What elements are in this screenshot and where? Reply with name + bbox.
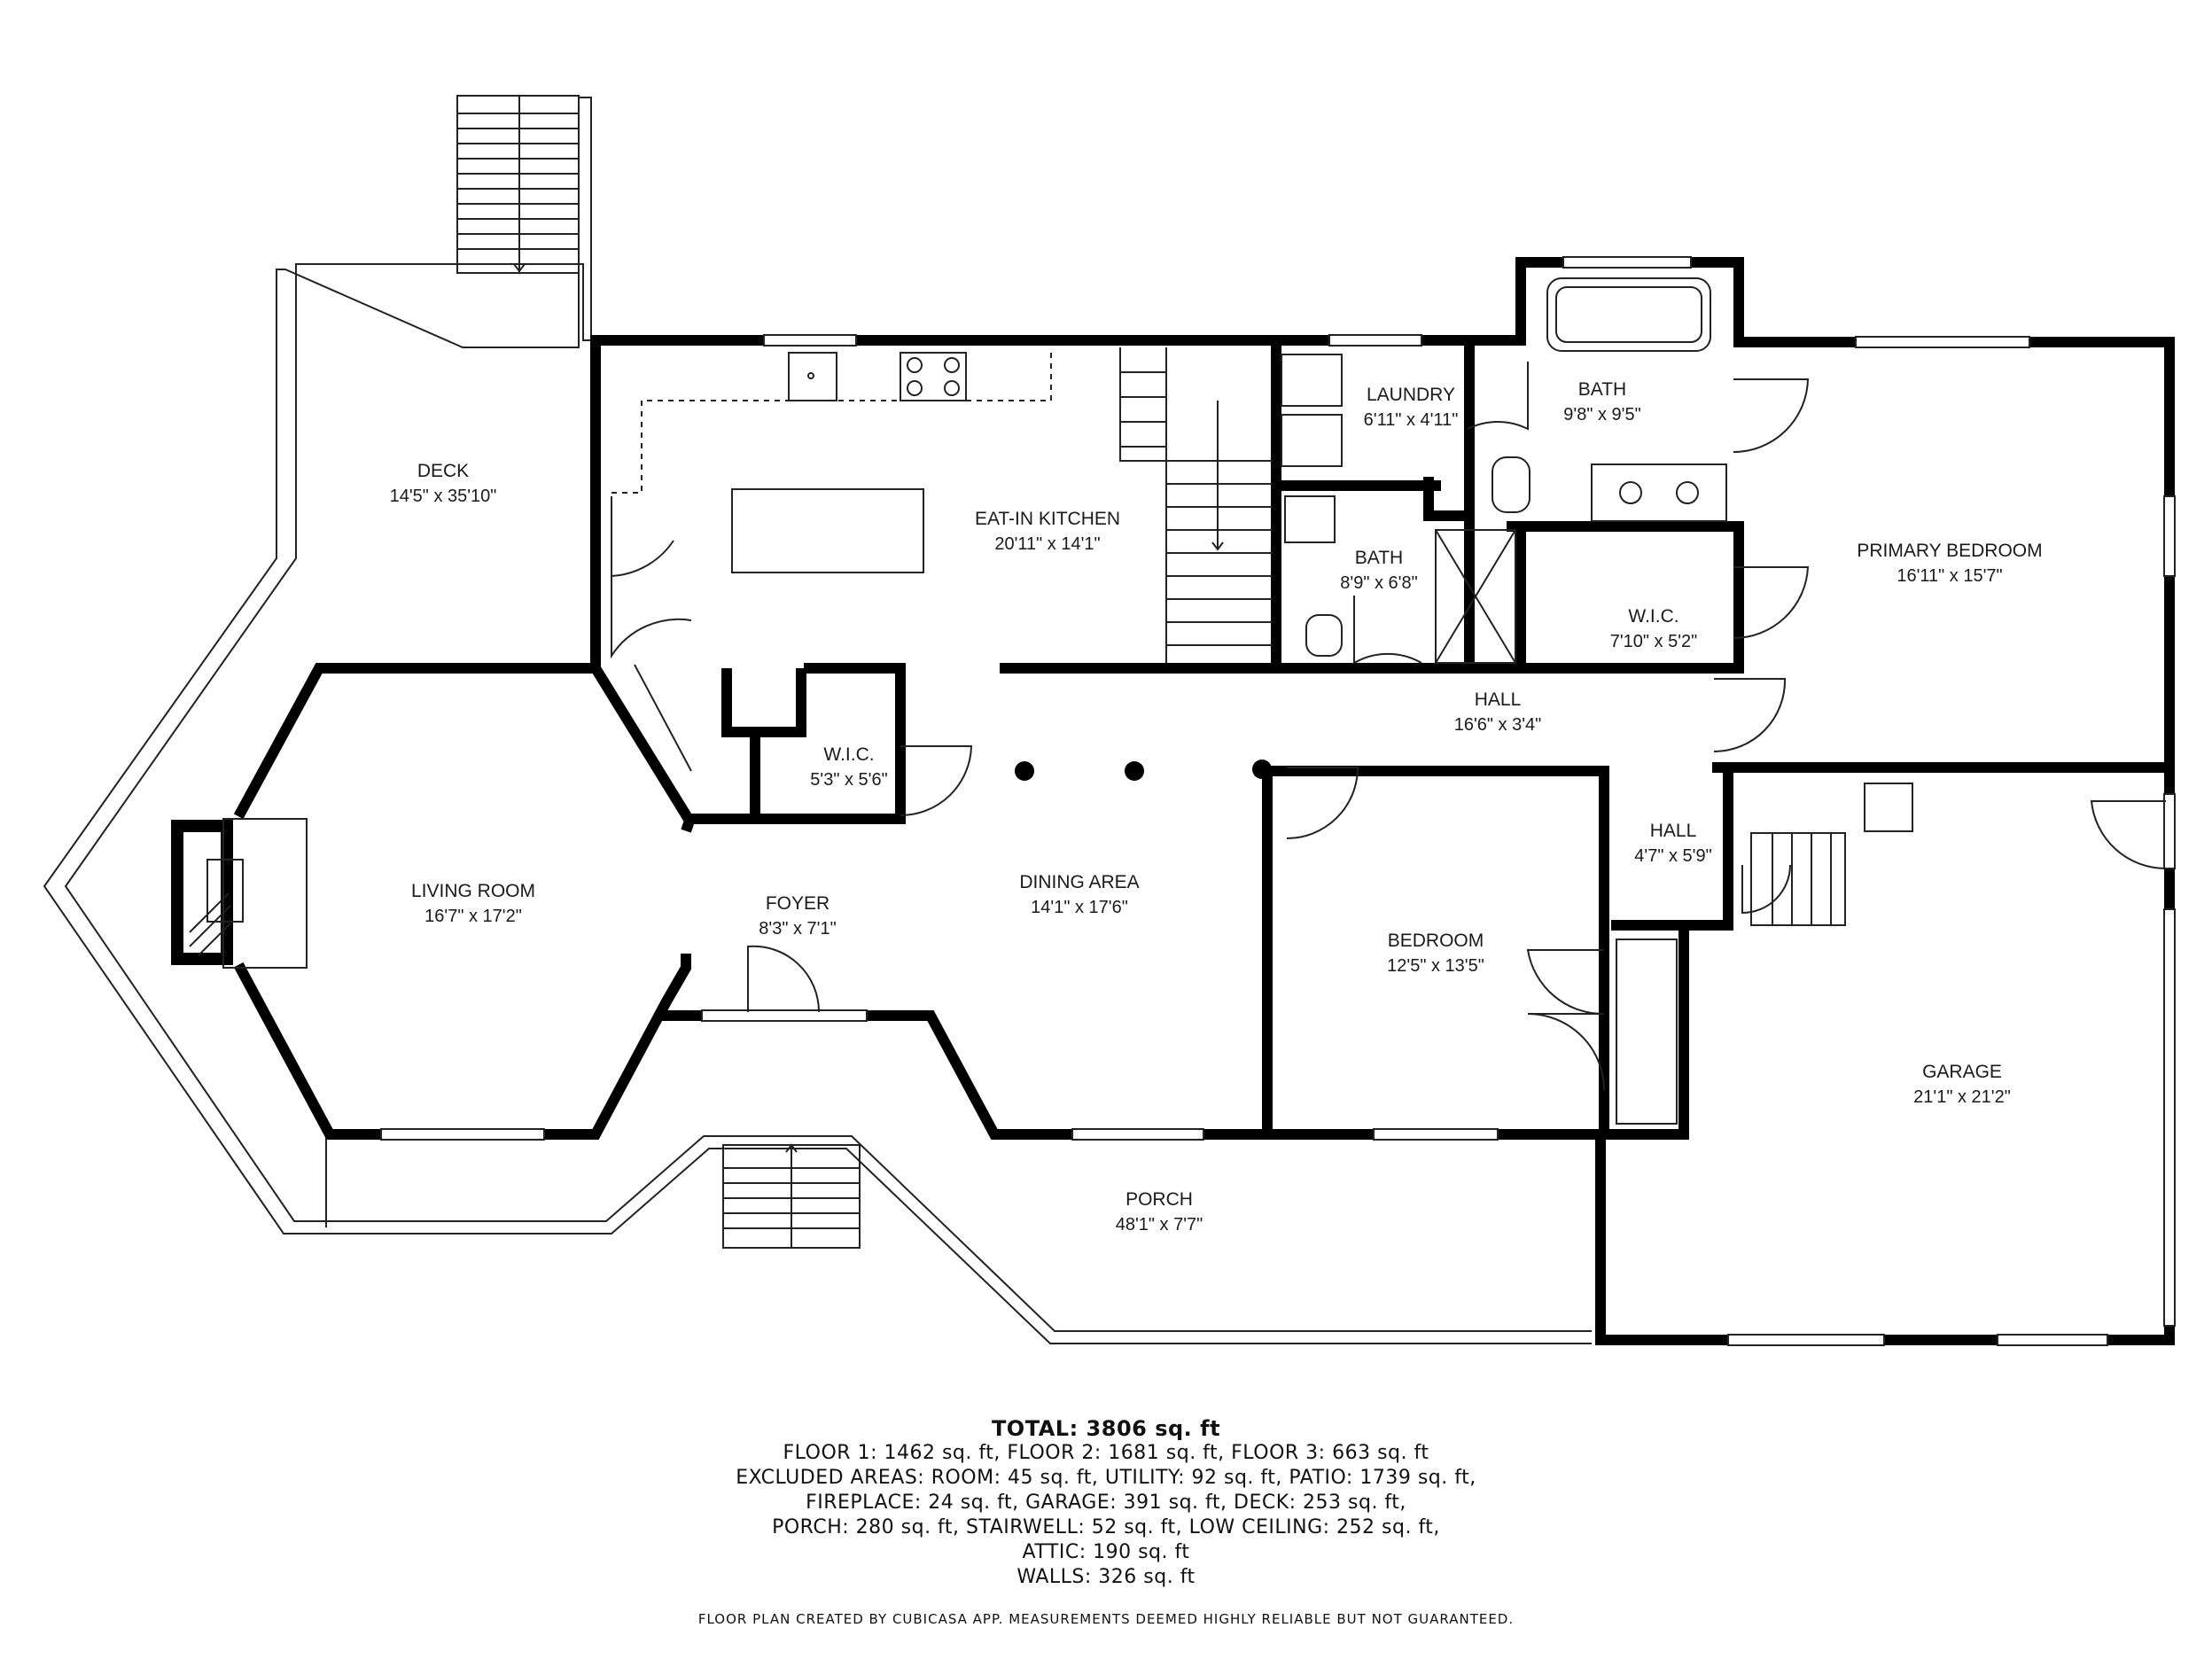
room-name-porch: PORCH <box>1125 1189 1193 1210</box>
deck-stairs <box>456 95 580 274</box>
room-dim-foyer: 8'3" x 7'1" <box>759 919 836 939</box>
room-name-living-room: LIVING ROOM <box>411 881 535 901</box>
room-name-bath-hall: BATH <box>1355 548 1403 568</box>
fireplace <box>189 818 308 969</box>
room-name-dining: DINING AREA <box>1019 872 1139 892</box>
area-line: FIREPLACE: 24 sq. ft, GARAGE: 391 sq. ft… <box>806 1492 1406 1514</box>
kitchen-fixtures <box>611 351 1052 573</box>
credit-note: FLOOR PLAN CREATED BY CUBICASA APP. MEAS… <box>697 1611 1515 1627</box>
room-dim-wic-primary: 7'10" x 5'2" <box>1610 632 1698 651</box>
room-name-kitchen: EAT-IN KITCHEN <box>975 509 1120 529</box>
walls <box>171 257 2175 1345</box>
room-name-wic-primary: W.I.C. <box>1628 606 1678 627</box>
room-name-primary-bedroom: PRIMARY BEDROOM <box>1857 541 2042 561</box>
room-name-wic-foyer: W.I.C. <box>823 744 874 765</box>
room-name-deck: DECK <box>417 461 469 481</box>
area-line: FLOOR 1: 1462 sq. ft, FLOOR 2: 1681 sq. … <box>783 1442 1429 1464</box>
room-dim-primary-bedroom: 16'11" x 15'7" <box>1897 566 2002 586</box>
room-name-foyer: FOYER <box>766 893 830 914</box>
room-name-bedroom: BEDROOM <box>1388 931 1484 951</box>
room-name-hall-small: HALL <box>1650 821 1697 841</box>
room-name-bath-primary: BATH <box>1578 379 1626 400</box>
room-dim-bath-hall: 8'9" x 6'8" <box>1340 573 1417 593</box>
room-dim-porch: 48'1" x 7'7" <box>1116 1215 1203 1235</box>
doors <box>611 362 2167 1091</box>
room-dim-bedroom: 12'5" x 13'5" <box>1387 956 1484 976</box>
garage-stairs <box>1616 783 1913 1125</box>
room-dim-living-room: 16'7" x 17'2" <box>424 907 522 926</box>
room-dim-bath-primary: 9'8" x 9'5" <box>1563 405 1640 424</box>
deck-outline <box>43 97 1592 1344</box>
windows <box>380 256 2176 1346</box>
room-dim-garage: 21'1" x 21'2" <box>1913 1087 2011 1107</box>
room-dim-laundry: 6'11" x 4'11" <box>1364 410 1459 430</box>
room-dim-deck: 14'5" x 35'10" <box>390 487 497 506</box>
columns <box>1015 759 1272 781</box>
porch-stairs <box>722 1143 861 1249</box>
room-name-garage: GARAGE <box>1922 1062 2002 1082</box>
floor-plan: DECK 14'5" x 35'10" EAT-IN KITCHEN 20'11… <box>43 95 2176 1346</box>
total-area: TOTAL: 3806 sq. ft <box>991 1416 1221 1441</box>
area-breakdown: FLOOR 1: 1462 sq. ft, FLOOR 2: 1681 sq. … <box>0 1441 2212 1590</box>
room-name-hall-main: HALL <box>1475 689 1522 710</box>
room-dim-hall-small: 4'7" x 5'9" <box>1634 846 1711 866</box>
area-line: PORCH: 280 sq. ft, STAIRWELL: 52 sq. ft,… <box>772 1516 1440 1538</box>
room-dim-hall-main: 16'6" x 3'4" <box>1454 715 1542 735</box>
room-dim-kitchen: 20'11" x 14'1" <box>994 534 1100 554</box>
room-name-laundry: LAUNDRY <box>1367 385 1455 405</box>
area-line: WALLS: 326 sq. ft <box>1016 1566 1196 1588</box>
bath-fixtures <box>1281 277 1727 664</box>
room-dim-dining: 14'1" x 17'6" <box>1031 898 1128 917</box>
area-line: ATTIC: 190 sq. ft <box>1022 1541 1190 1563</box>
room-labels: DECK 14'5" x 35'10" EAT-IN KITCHEN 20'11… <box>390 379 2043 1235</box>
room-dim-wic-foyer: 5'3" x 5'6" <box>810 770 887 790</box>
interior-stairs <box>1119 347 1273 663</box>
area-line: EXCLUDED AREAS: ROOM: 45 sq. ft, UTILITY… <box>736 1467 1476 1489</box>
